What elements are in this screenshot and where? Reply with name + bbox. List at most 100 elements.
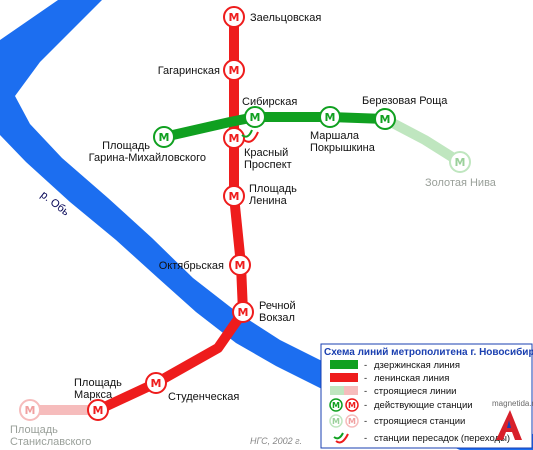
metro-m-icon-glyph: M bbox=[348, 401, 356, 410]
legend-item-dzerzhinskaya: дзержинская линия bbox=[374, 360, 460, 371]
station-krasny-prospekt[interactable]: M Красный Проспект bbox=[223, 127, 292, 171]
station-ploshchad-stanislavskogo[interactable]: M Площадь Станиславского bbox=[10, 399, 91, 448]
metro-m-icon-glyph: M bbox=[229, 64, 240, 77]
legend-dash: - bbox=[364, 400, 367, 411]
legend-item-planned-lines: строящиеся линии bbox=[374, 386, 456, 397]
metro-m-icon-glyph: M bbox=[250, 111, 261, 124]
metro-m-icon-glyph: M bbox=[380, 113, 391, 126]
metro-m-icon bbox=[232, 301, 254, 323]
dzerzhinskaya-planned-line bbox=[380, 114, 465, 167]
stations-layer: M Заельцовская M Гагаринская M Красный П… bbox=[10, 6, 497, 448]
metro-m-icon-glyph: M bbox=[325, 111, 336, 124]
transfer-arc-icon bbox=[241, 129, 253, 138]
metro-m-icon-glyph: M bbox=[151, 377, 162, 390]
station-label: Заельцовская bbox=[250, 12, 321, 24]
legend-title: Схема линий метрополитена г. Новосибирск… bbox=[324, 346, 533, 358]
station-label: Студенческая bbox=[168, 391, 239, 403]
station-sibirskaya[interactable]: M Сибирская bbox=[242, 96, 297, 128]
station-berezovaya-roshcha[interactable]: M Березовая Роща bbox=[362, 95, 448, 130]
station-label-line1: Площадь bbox=[102, 140, 150, 152]
metro-m-icon bbox=[223, 6, 245, 28]
legend-dash: - bbox=[364, 386, 367, 397]
station-rechnoy-vokzal[interactable]: M Речной Вокзал bbox=[232, 300, 296, 324]
river-island bbox=[56, 118, 80, 142]
transfer-arc-icon bbox=[333, 432, 344, 440]
letter-a-logo-shade bbox=[507, 420, 511, 428]
station-label-line2: Станиславского bbox=[10, 436, 91, 448]
metro-m-icon-glyph: M bbox=[229, 132, 240, 145]
station-label: Октябрьская bbox=[159, 260, 224, 272]
metro-m-icon bbox=[229, 254, 251, 276]
metro-m-icon bbox=[345, 398, 359, 412]
legend-item-planned-stations: строящиеся станции bbox=[374, 416, 465, 427]
site-watermark[interactable]: magnetida.ru bbox=[492, 399, 533, 440]
metro-m-icon bbox=[223, 185, 245, 207]
metro-m-icon-glyph: M bbox=[455, 156, 466, 169]
legend-dash: - bbox=[364, 373, 367, 384]
station-label-line2: Гарина-Михайловского bbox=[89, 152, 206, 164]
station-label-line2: Ленина bbox=[249, 195, 288, 207]
station-label: Золотая Нива bbox=[425, 177, 497, 189]
metro-m-icon bbox=[19, 399, 41, 421]
metro-m-icon-glyph: M bbox=[25, 404, 36, 417]
station-ploshchad-garina-mikhaylovskogo[interactable]: M Площадь Гарина-Михайловского bbox=[89, 126, 206, 164]
legend-item-leninskaya: ленинская линия bbox=[374, 373, 449, 384]
metro-m-icon-glyph: M bbox=[238, 306, 249, 319]
legend-dash: - bbox=[364, 433, 367, 444]
station-label-line2: Покрышкина bbox=[310, 142, 376, 154]
legend-swatch-red bbox=[330, 373, 358, 382]
station-label: Березовая Роща bbox=[362, 95, 448, 107]
metro-m-icon bbox=[145, 372, 167, 394]
watermark-text: magnetida.ru bbox=[492, 399, 533, 408]
station-label-line1: Площадь bbox=[249, 183, 297, 195]
metro-m-icon bbox=[374, 108, 396, 130]
legend: Схема линий метрополитена г. Новосибирск… bbox=[320, 343, 533, 449]
station-label-line1: Площадь bbox=[74, 377, 122, 389]
metro-m-icon bbox=[345, 414, 359, 428]
station-label-line1: Площадь bbox=[10, 424, 58, 436]
legend-swatch-planned-green bbox=[330, 386, 344, 395]
transfer-arc-icon bbox=[243, 131, 259, 143]
station-marshala-pokryshkina[interactable]: M Маршала Покрышкина bbox=[310, 106, 376, 154]
station-label-line2: Маркса bbox=[74, 389, 113, 401]
station-label-line1: Красный bbox=[244, 147, 288, 159]
station-label-line1: Маршала bbox=[310, 130, 360, 142]
metro-m-icon-glyph: M bbox=[332, 417, 340, 426]
station-label-line2: Проспект bbox=[244, 159, 292, 171]
transfer-arc-icon bbox=[335, 433, 349, 444]
metro-m-icon bbox=[223, 59, 245, 81]
legend-dash: - bbox=[364, 360, 367, 371]
metro-m-icon bbox=[153, 126, 175, 148]
station-zolotaya-niva[interactable]: M Золотая Нива bbox=[425, 151, 497, 189]
credit-text: НГС, 2002 г. bbox=[250, 436, 302, 446]
station-studencheskaya[interactable]: M Студенческая bbox=[145, 372, 239, 403]
metro-m-icon-glyph: M bbox=[235, 259, 246, 272]
station-label-line2: Вокзал bbox=[259, 312, 295, 324]
metro-m-icon bbox=[244, 106, 266, 128]
legend-dash: - bbox=[364, 416, 367, 427]
metro-m-icon bbox=[319, 106, 341, 128]
metro-m-icon-glyph: M bbox=[159, 131, 170, 144]
metro-m-icon bbox=[329, 398, 343, 412]
station-label: Сибирская bbox=[242, 96, 297, 108]
station-oktyabrskaya[interactable]: M Октябрьская bbox=[159, 254, 251, 276]
metro-m-icon bbox=[329, 414, 343, 428]
station-label-line1: Речной bbox=[259, 300, 296, 312]
metro-m-icon bbox=[223, 127, 245, 149]
legend-item-transfers: станции пересадок (переходы) bbox=[374, 433, 510, 444]
station-ploshchad-marksa[interactable]: M Площадь Маркса bbox=[74, 377, 122, 421]
metro-m-icon-glyph: M bbox=[332, 401, 340, 410]
metro-m-icon bbox=[449, 151, 471, 173]
station-zaeltsovskaya[interactable]: M Заельцовская bbox=[223, 6, 321, 28]
metro-m-icon-glyph: M bbox=[229, 11, 240, 24]
legend-swatch-green bbox=[330, 360, 358, 369]
station-gagarinskaya[interactable]: M Гагаринская bbox=[158, 59, 245, 81]
station-ploshchad-lenina[interactable]: M Площадь Ленина bbox=[223, 183, 297, 207]
metro-m-icon-glyph: M bbox=[229, 190, 240, 203]
metro-m-icon bbox=[87, 399, 109, 421]
legend-item-active-stations: действующие станции bbox=[374, 400, 473, 411]
metro-m-icon-glyph: M bbox=[93, 404, 104, 417]
station-label: Гагаринская bbox=[158, 65, 220, 77]
